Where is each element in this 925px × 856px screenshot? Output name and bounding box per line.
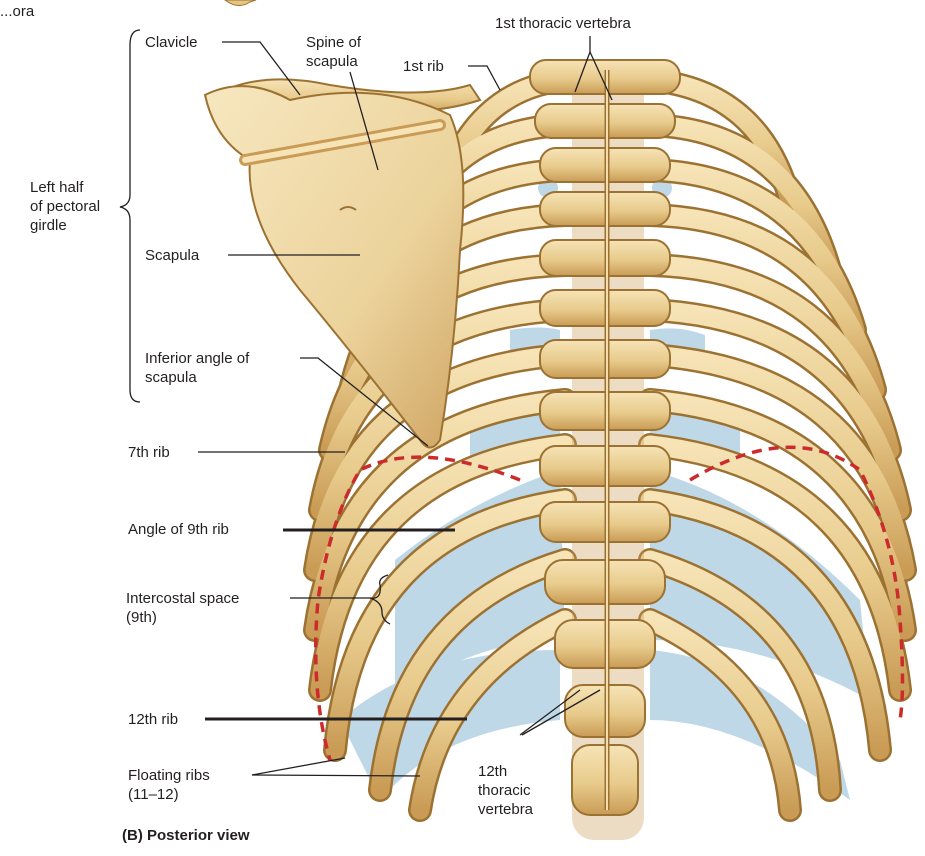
scapula-bone: [205, 86, 463, 447]
label-scapula: Scapula: [145, 246, 199, 265]
label-floating-ribs: Floating ribs (11–12): [128, 766, 210, 804]
label-first-thoracic-vertebra: 1st thoracic vertebra: [495, 14, 631, 33]
label-twelfth-rib: 12th rib: [128, 710, 178, 729]
label-first-rib: 1st rib: [403, 57, 444, 76]
label-intercostal-space: Intercostal space (9th): [126, 589, 239, 627]
cut-bone-fragment: [225, 0, 256, 6]
vertebral-column: [530, 60, 680, 840]
label-left-half-pectoral-girdle: Left half of pectoral girdle: [30, 178, 100, 235]
label-angle-of-9th-rib: Angle of 9th rib: [128, 520, 229, 539]
label-seventh-rib: 7th rib: [128, 443, 170, 462]
label-cut-top-left: ...ora: [0, 2, 34, 21]
figure-caption: (B) Posterior view: [122, 826, 250, 845]
label-clavicle: Clavicle: [145, 33, 198, 52]
label-twelfth-thoracic-vertebra: 12th thoracic vertebra: [478, 762, 533, 819]
label-spine-of-scapula: Spine of scapula: [306, 33, 361, 71]
label-inferior-angle-of-scapula: Inferior angle of scapula: [145, 349, 249, 387]
